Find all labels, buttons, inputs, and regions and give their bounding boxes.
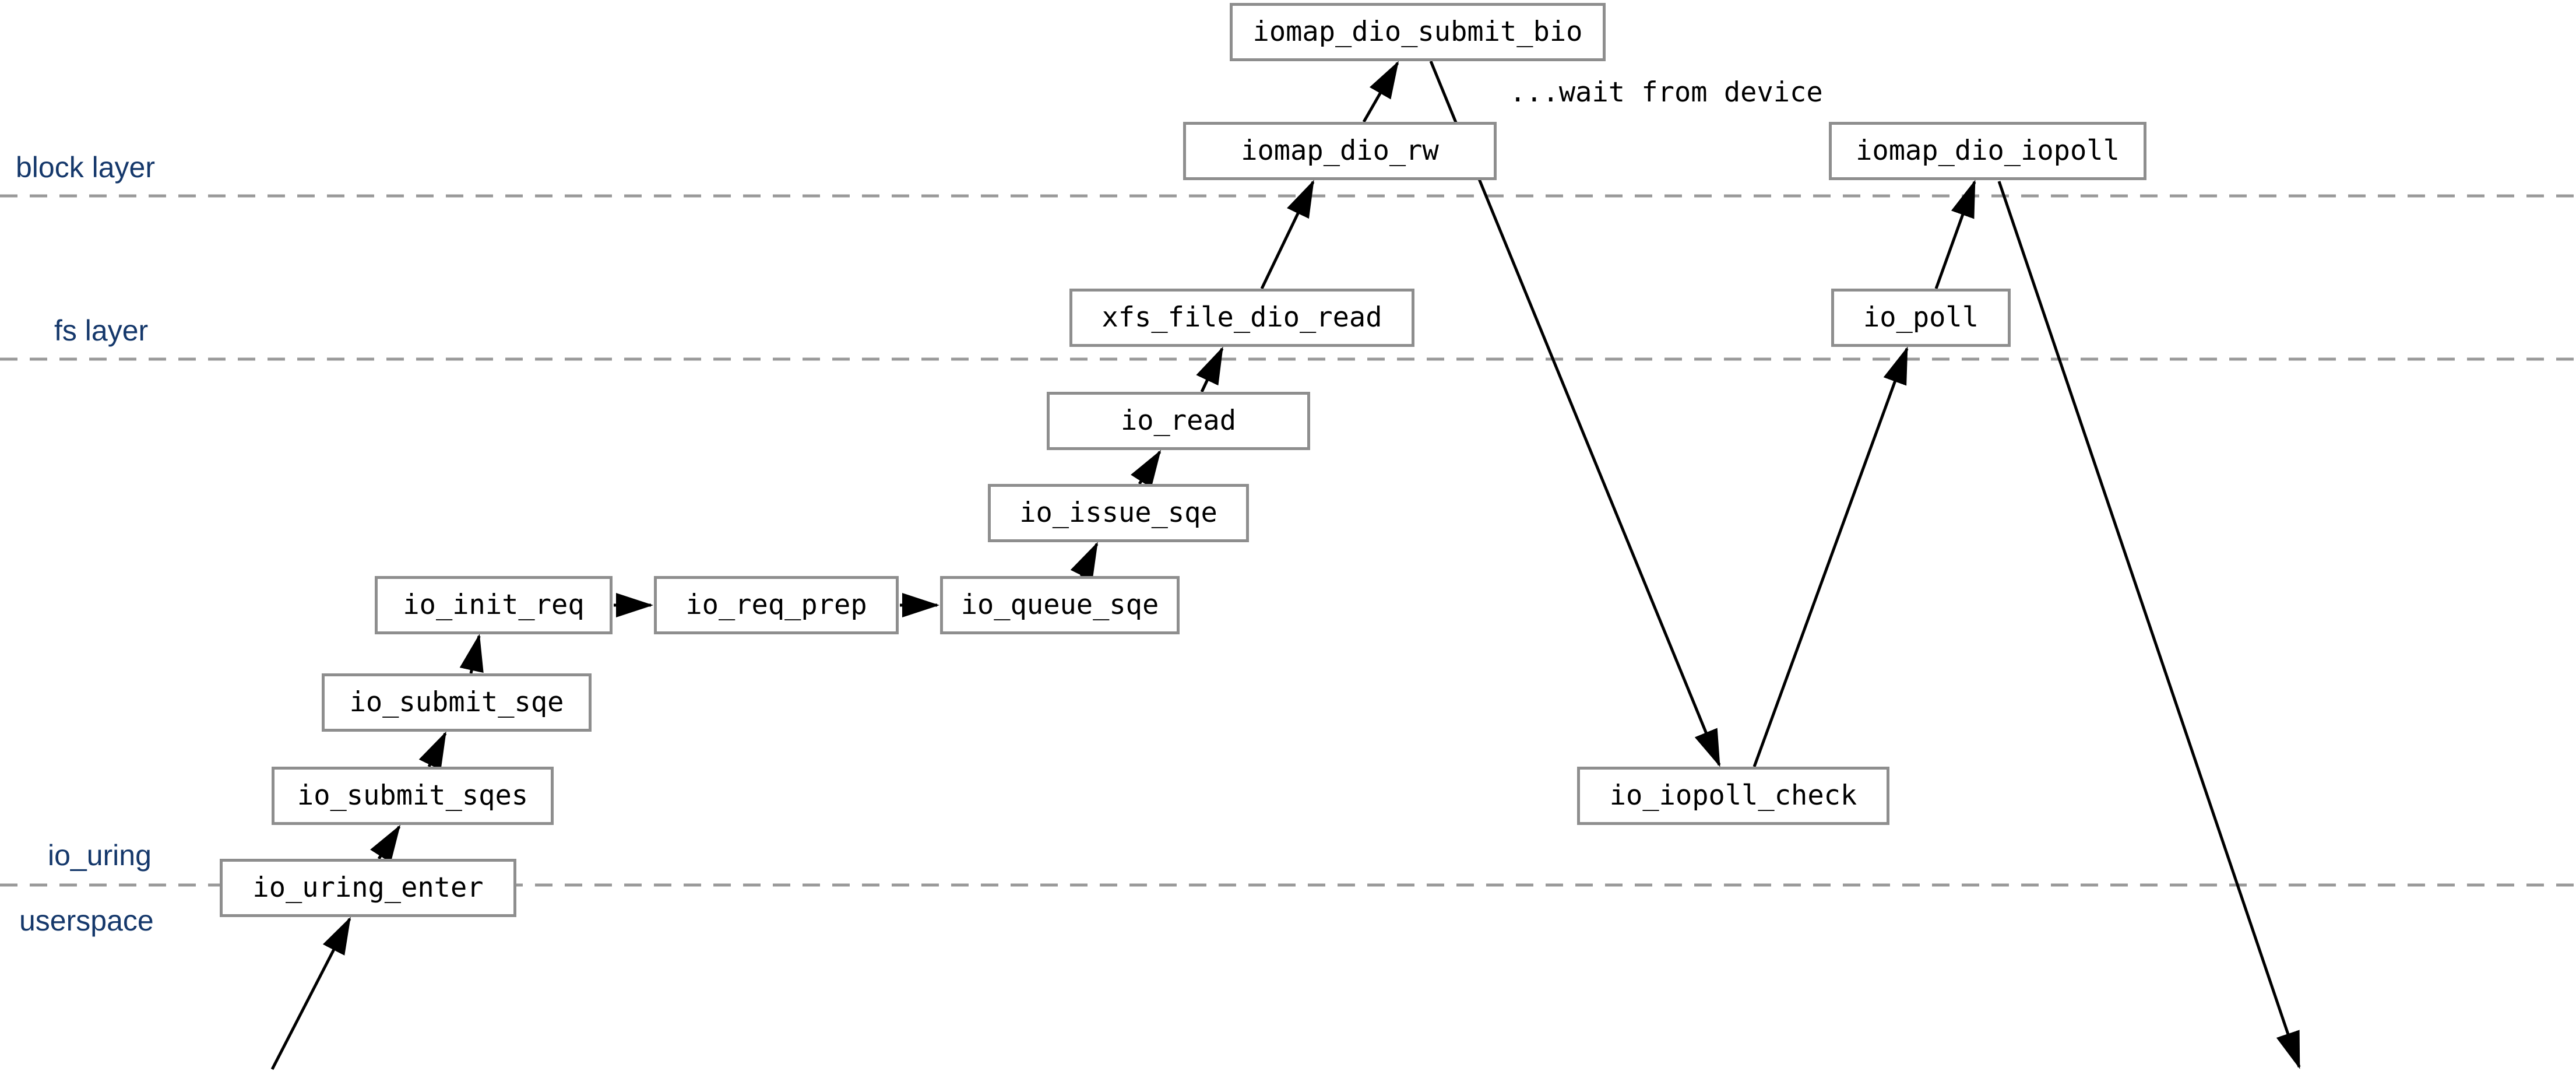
node-io-req-prep: io_req_prep	[654, 576, 899, 634]
edge-iomap-dio-iopoll-to-device	[1997, 181, 2301, 1069]
edge-iomap-dio-rw-to-iomap-dio-submit-bio	[1362, 61, 1399, 123]
node-io-submit-sqe: io_submit_sqe	[322, 673, 592, 732]
node-io-poll: io_poll	[1831, 289, 2011, 347]
edge-io-queue-sqe-to-io-issue-sqe	[1070, 542, 1099, 581]
node-iomap-dio-submit-bio: iomap_dio_submit_bio	[1230, 3, 1606, 61]
edge-xfs-file-dio-read-to-iomap-dio-rw	[1260, 180, 1315, 290]
io-uring-label: io_uring	[48, 839, 152, 872]
node-iomap-dio-iopoll: iomap_dio_iopoll	[1829, 122, 2146, 180]
edge-io-iopoll-check-to-io-poll	[1752, 346, 1909, 767]
node-xfs-file-dio-read: xfs_file_dio_read	[1069, 289, 1414, 347]
node-io-read: io_read	[1047, 392, 1310, 450]
edge-io-read-to-xfs-file-dio-read	[1196, 346, 1224, 393]
node-io-init-req: io_init_req	[375, 576, 613, 634]
node-io-submit-sqes: io_submit_sqes	[272, 767, 554, 825]
fs-layer-label: fs layer	[54, 314, 149, 347]
node-io-queue-sqe: io_queue_sqe	[940, 576, 1180, 634]
wait-from-device-annotation: ...wait from device	[1509, 76, 1823, 108]
node-io-iopoll-check: io_iopoll_check	[1577, 767, 1889, 825]
node-io-issue-sqe: io_issue_sqe	[988, 484, 1249, 542]
node-io-uring-enter: io_uring_enter	[220, 859, 516, 917]
node-iomap-dio-rw: iomap_dio_rw	[1183, 122, 1497, 180]
edge-io-uring-enter-to-io-submit-sqes	[370, 824, 401, 863]
userspace-label: userspace	[19, 904, 154, 937]
edge-io-issue-sqe-to-io-read	[1131, 450, 1162, 488]
edge-io-poll-to-iomap-dio-iopoll	[1934, 180, 1976, 289]
edge-io-submit-sqe-to-io-init-req	[459, 634, 484, 674]
block-layer-label: block layer	[16, 151, 155, 184]
edge-io-submit-sqes-to-io-submit-sqe	[418, 731, 447, 771]
edge-userspace-to-io-uring-enter	[270, 917, 351, 1070]
